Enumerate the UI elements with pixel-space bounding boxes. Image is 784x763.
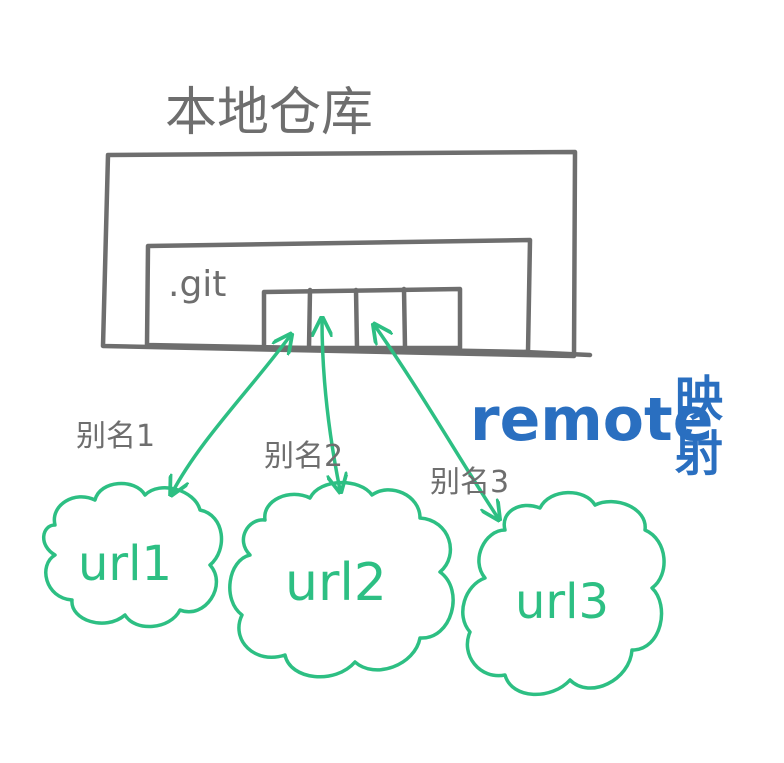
alias-label-1: 别名1 [76, 419, 155, 454]
mapping-label-line2: 射 [675, 426, 723, 482]
git-label: .git [168, 264, 226, 305]
arrow-alias3 [375, 326, 498, 518]
arrow-alias1 [172, 336, 290, 493]
local-repo-title: 本地仓库 [165, 83, 373, 143]
arrow-alias2 [322, 320, 340, 490]
cloud-url3 [461, 490, 666, 697]
url3-label: url3 [515, 574, 609, 630]
alias-label-3: 别名3 [430, 465, 509, 500]
git-box [144, 237, 533, 355]
mapping-label-line1: 映 [675, 371, 723, 427]
url1-label: url1 [78, 536, 172, 592]
url2-label: url2 [285, 553, 387, 613]
cloud-url1 [42, 481, 224, 629]
remote-slots [261, 286, 463, 351]
cloud-url2 [228, 480, 455, 679]
remote-label: remote [470, 385, 713, 455]
local-repo-box [100, 149, 578, 359]
local-repo-box-tail [522, 349, 593, 358]
alias-label-2: 别名2 [264, 439, 343, 474]
